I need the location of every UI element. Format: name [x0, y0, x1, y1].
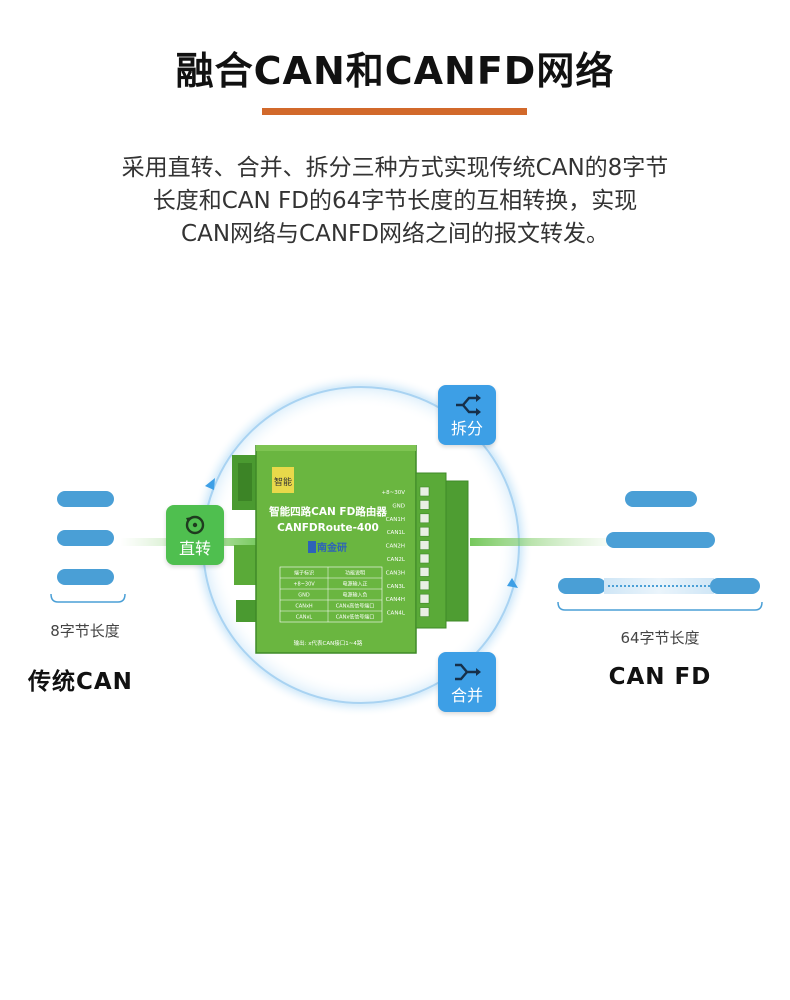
direct-mode-label: 直转	[178, 539, 211, 558]
right-caption: 64字节长度	[620, 629, 700, 647]
canfd-frame-bar-3a	[558, 578, 606, 594]
terminal-screw	[419, 553, 430, 564]
device-logo-text: 智能	[274, 476, 292, 488]
split-mode-badge: 拆分	[438, 385, 496, 445]
right-brace	[557, 601, 763, 611]
left-label: 传统CAN	[28, 669, 133, 695]
terminal-label: CAN1H	[386, 517, 405, 523]
terminal-label: CAN2L	[387, 557, 406, 563]
device-model: CANFDRoute-400	[277, 522, 379, 534]
description: 采用直转、合并、拆分三种方式实现传统CAN的8字节 长度和CAN FD的64字节…	[40, 152, 750, 251]
spec-table-cell: CANxH	[295, 604, 313, 610]
terminal-screw	[419, 486, 430, 497]
canfd-frame-bar-1	[625, 491, 697, 507]
description-line-3: CAN网络与CANFD网络之间的报文转发。	[181, 221, 609, 247]
terminal-screw	[419, 580, 430, 591]
terminal-label: CAN3L	[387, 584, 406, 590]
rotate-arrow-icon	[185, 515, 205, 535]
spec-table-cell: CANx高信号端口	[336, 603, 375, 610]
device-brand: 南金研	[317, 541, 347, 554]
merge-arrows-icon	[455, 663, 481, 681]
can-frame-bar-1	[57, 491, 114, 507]
terminal-screw	[419, 540, 430, 550]
description-line-2: 长度和CAN FD的64字节长度的互相转换，实现	[152, 188, 638, 214]
terminal-screws	[419, 486, 430, 617]
device-logo	[272, 467, 294, 493]
description-line-1: 采用直转、合并、拆分三种方式实现传统CAN的8字节	[121, 155, 669, 181]
canfd-frame-bar-2	[606, 532, 715, 548]
terminal-screw	[419, 500, 430, 510]
ring-arrow-right	[507, 578, 518, 588]
spec-table-cell: +8~30V	[293, 582, 315, 588]
terminal-screw	[419, 526, 430, 537]
spec-table-cell: GND	[298, 593, 310, 599]
terminal-labels: +8~30V GND CAN1H CAN1L CAN2H CAN2L CAN3H CAN3L C…	[382, 490, 406, 617]
can-frame-bar-2	[57, 530, 114, 546]
terminal-label: CAN2H	[386, 544, 405, 550]
ring-arrow-top-left	[205, 478, 215, 490]
terminal-label: CAN1L	[387, 530, 406, 536]
terminal-screw	[419, 513, 430, 524]
spec-table-cell: 端子标识	[294, 570, 314, 577]
split-arrows-icon	[456, 394, 481, 416]
title-underline	[262, 108, 527, 115]
terminal-label: +8~30V	[382, 490, 406, 496]
canfd-router-device: 智能 智能四路CAN FD路由器 CANFDRoute-400 南金研 端子标识…	[232, 445, 469, 654]
right-glow-line	[470, 538, 620, 546]
page-title: 融合CAN和CANFD网络	[175, 49, 615, 93]
left-caption: 8字节长度	[50, 622, 120, 640]
terminal-screw	[419, 567, 430, 577]
terminal-label: GND	[392, 503, 405, 509]
split-mode-label: 拆分	[450, 419, 483, 438]
terminal-label: CAN3H	[386, 570, 405, 576]
left-brace	[50, 593, 126, 603]
spec-table-cell: CANx低信号端口	[336, 614, 375, 621]
right-label: CAN FD	[608, 664, 712, 690]
terminal-label: CAN4H	[386, 597, 405, 603]
spec-table-cell: 电源输入负	[342, 592, 367, 599]
spec-table-frame	[279, 566, 383, 623]
terminal-screw	[419, 607, 430, 617]
can-frame-bar-3	[57, 569, 114, 585]
terminal-label: CAN4L	[387, 611, 406, 617]
spec-table-cell: 功能说明	[345, 570, 365, 577]
device-spec-table: 端子标识 功能说明 +8~30V 电源输入正 GND 电源输入负 CANxH CANx高信号端…	[279, 566, 383, 623]
merge-mode-label: 合并	[450, 686, 483, 705]
merge-mode-badge: 合并	[438, 652, 496, 712]
spec-table-cell: 电源输入正	[342, 581, 367, 588]
canfd-frame-bar-3b	[710, 578, 760, 594]
din-clip-bottom	[236, 600, 258, 622]
direct-mode-badge: 直转	[166, 505, 224, 565]
terminal-screw	[419, 593, 430, 604]
device-footnote: 输出: x代表CAN接口1~4路	[294, 639, 363, 647]
spec-table-cell: CANxL	[296, 615, 313, 621]
device-name: 智能四路CAN FD路由器	[268, 505, 387, 518]
din-clip-mid	[234, 545, 256, 585]
canfd-frame-dots	[608, 585, 710, 587]
